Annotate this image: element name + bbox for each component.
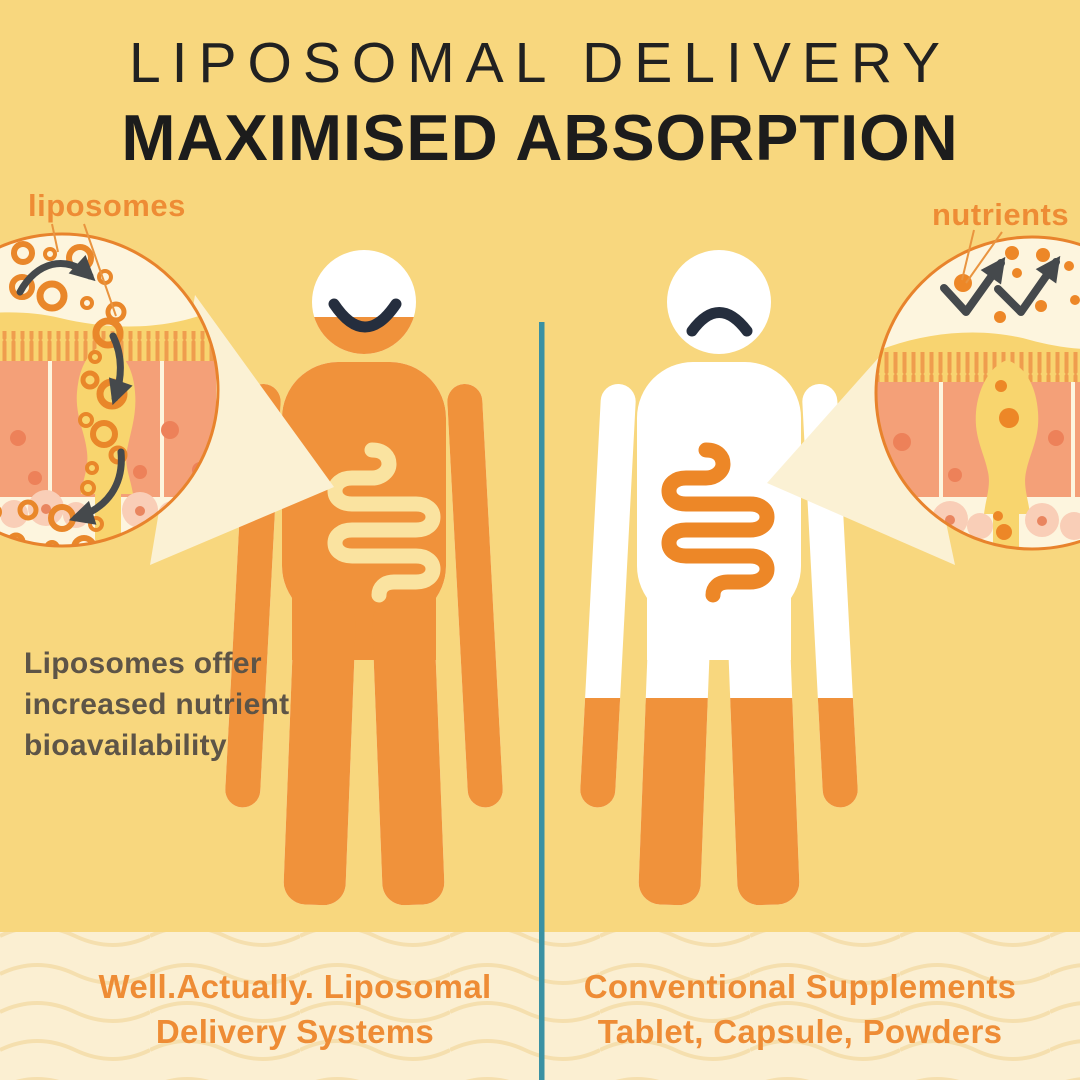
smile-face-icon (328, 298, 402, 333)
nutrient-dot-icons (954, 246, 1080, 540)
villi-cell-dots (893, 430, 1064, 482)
absorption-arrow-icons (16, 254, 133, 525)
left-person-figure (224, 250, 504, 906)
left-caption: Liposomes offer increased nutrient bioav… (24, 647, 290, 762)
title-line-1: LIPOSOMAL DELIVERY (128, 31, 952, 95)
right-intestine-icon (661, 442, 775, 603)
liposome-ring-icons (0, 241, 128, 546)
nutrients-label: nutrients (932, 197, 1070, 232)
left-footer-label: Well.Actually. Liposomal Delivery System… (98, 968, 492, 1050)
right-inset-border (874, 235, 1080, 551)
callout-pointer-lines (51, 223, 1003, 317)
left-intestine-icon (327, 442, 441, 603)
right-person-figure (579, 250, 859, 906)
bounce-arrow-icons (940, 255, 1061, 316)
liposomes-label: liposomes (28, 188, 186, 223)
divider-line (539, 322, 545, 1080)
left-inset-border (0, 232, 220, 548)
right-footer-label: Conventional Supplements Tablet, Capsule… (583, 968, 1017, 1050)
frown-face-icon (686, 307, 753, 337)
title-line-2: MAXIMISED ABSORPTION (121, 101, 959, 174)
